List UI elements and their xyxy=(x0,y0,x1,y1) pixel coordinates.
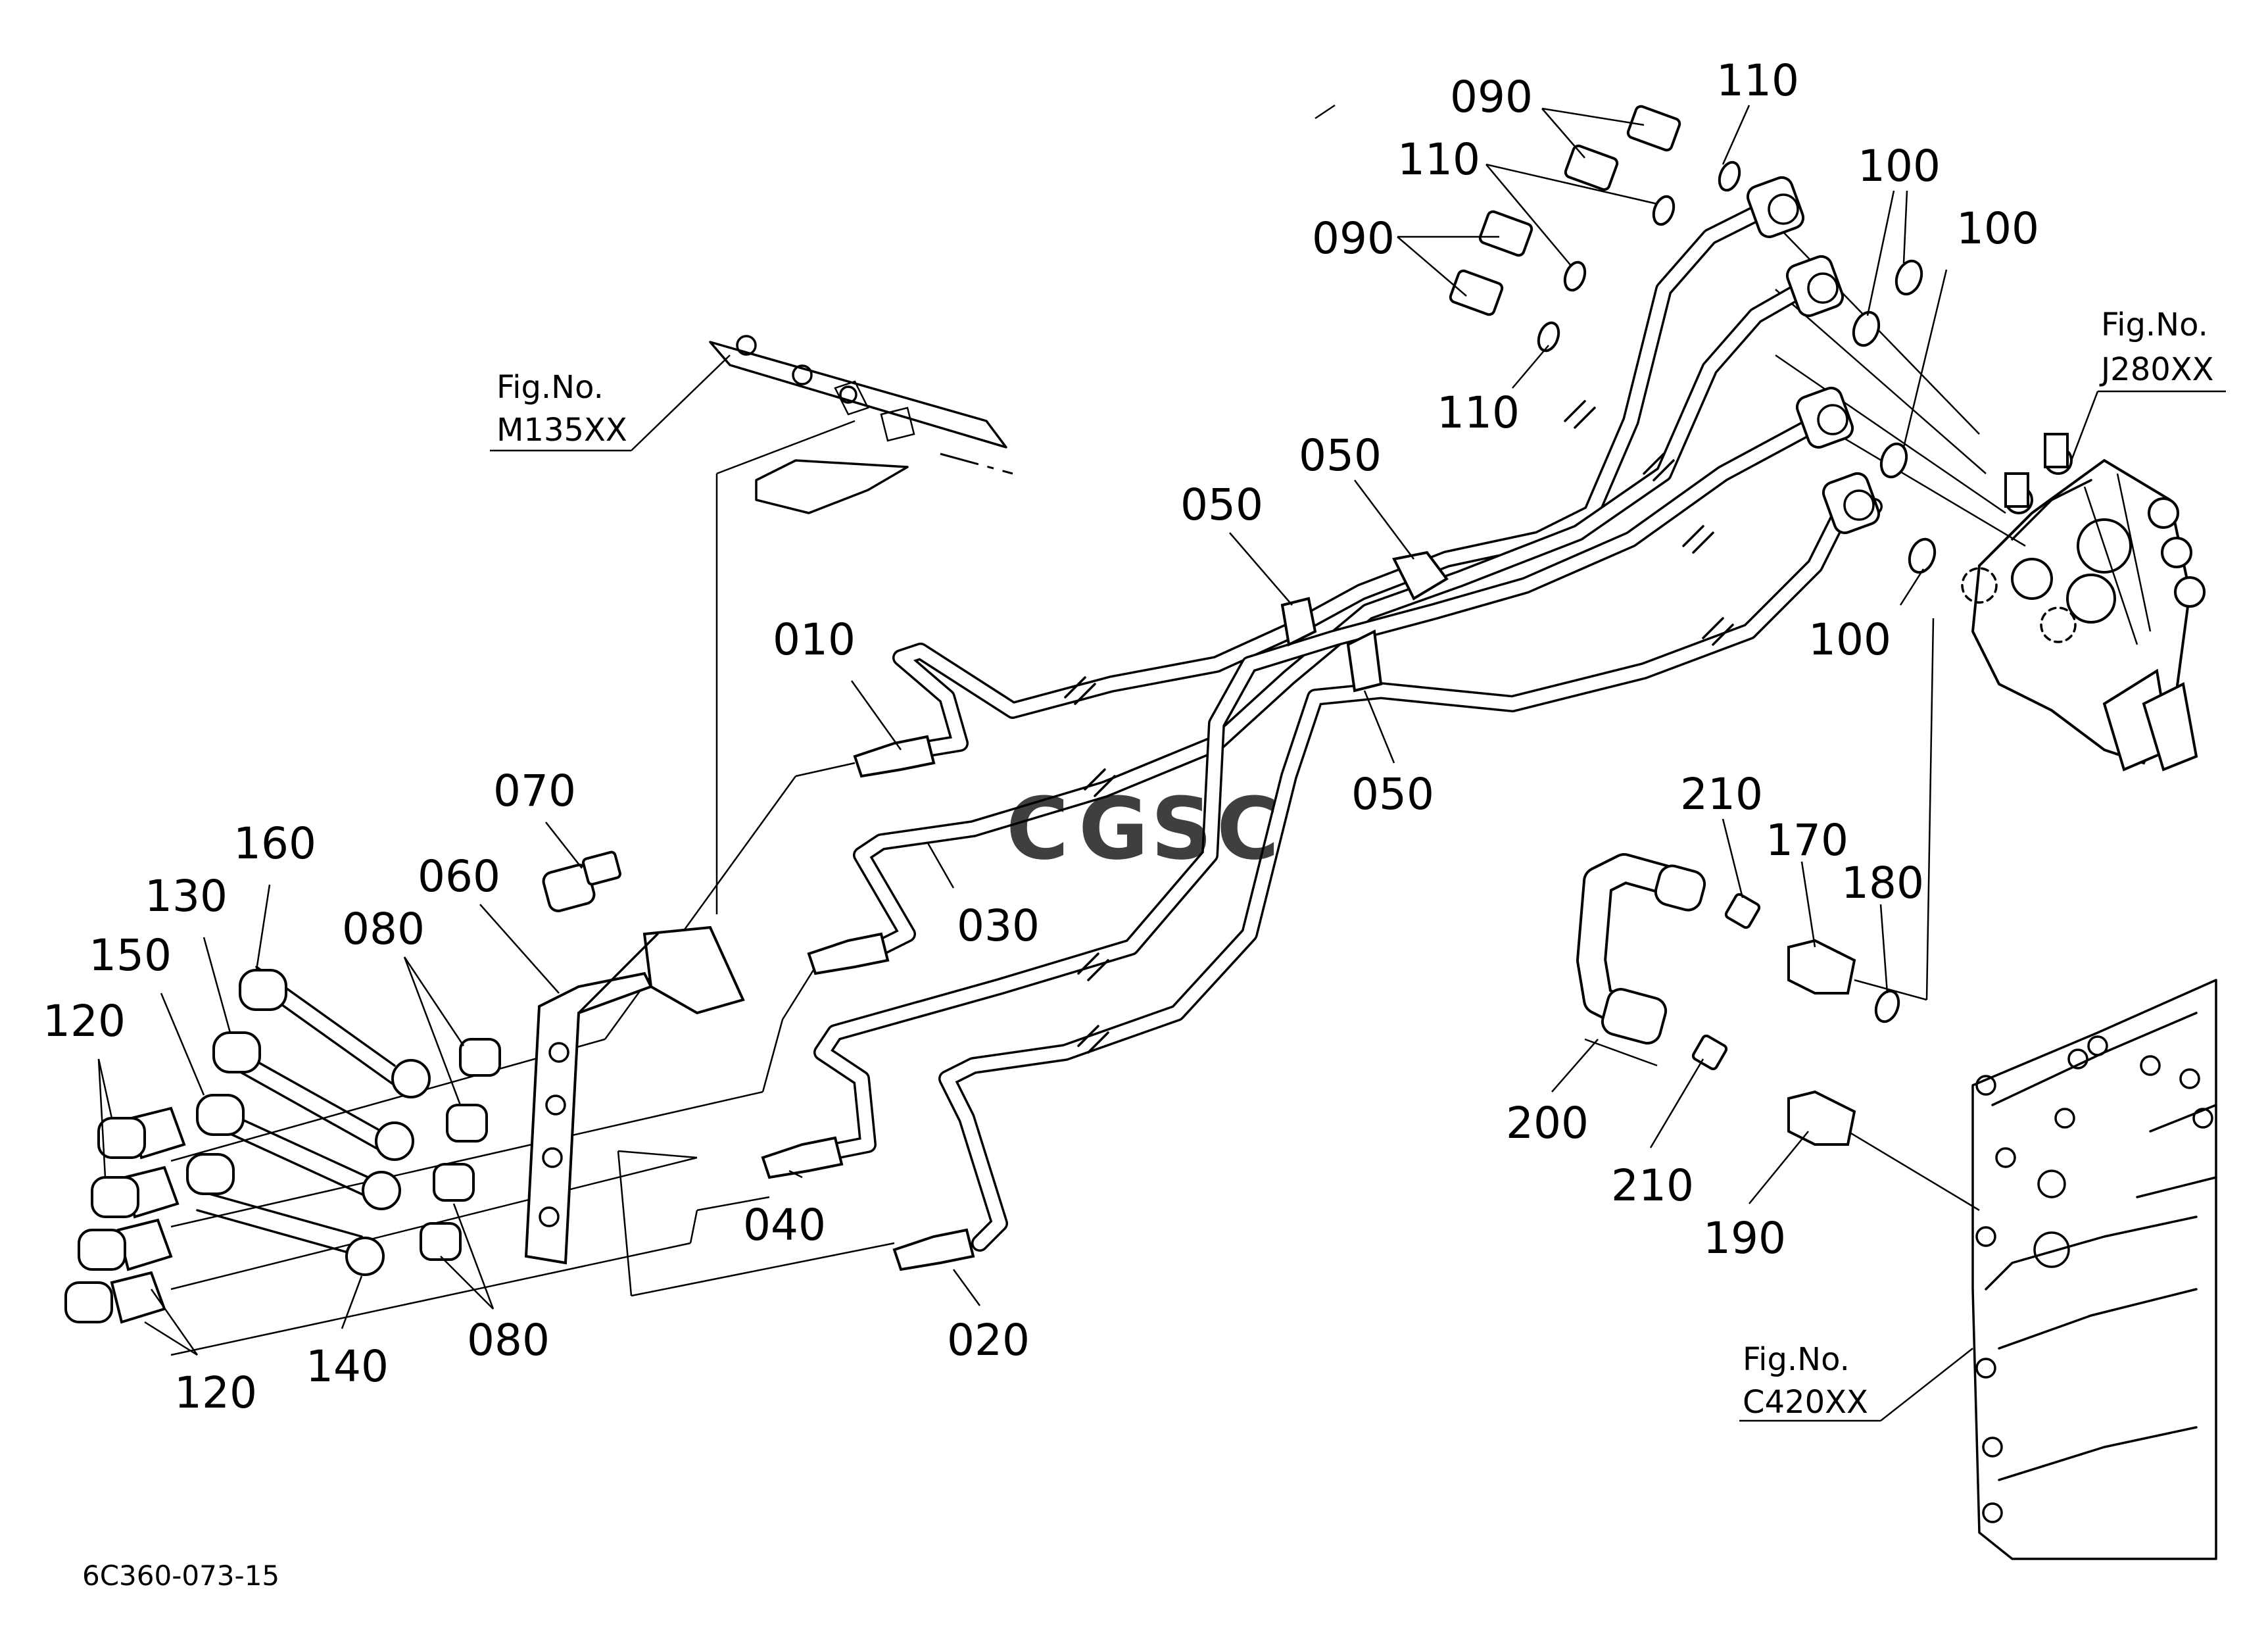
callout-010: 010 xyxy=(773,614,856,665)
c420-transmission-case xyxy=(1971,979,2217,1560)
callout-160: 160 xyxy=(233,818,316,869)
ref-m135-line2: M135XX xyxy=(496,412,627,449)
ref-j280-line2: J280XX xyxy=(2099,351,2214,388)
ref-c420-line1: Fig.No. xyxy=(1743,1341,1850,1378)
hydraulic-pipes xyxy=(813,202,1883,1252)
callout-100-c: 100 xyxy=(1808,614,1891,665)
callout-140: 140 xyxy=(306,1341,389,1392)
callout-170: 170 xyxy=(1766,815,1848,866)
callout-120-a: 120 xyxy=(43,996,126,1046)
callout-130: 130 xyxy=(145,871,228,922)
callout-080-b: 080 xyxy=(467,1315,550,1365)
callout-030: 030 xyxy=(957,900,1040,951)
return-hose xyxy=(1576,853,1900,1146)
banjo-bolts xyxy=(1449,105,1937,574)
nuts-080 xyxy=(420,1038,501,1261)
diagram-code: 6C360-073-15 xyxy=(82,1560,279,1592)
watermark-letter-1: C xyxy=(1006,779,1069,879)
watermark-letter-4: C xyxy=(1217,779,1279,879)
banjo-fittings xyxy=(1746,176,1881,535)
coupler-bracket xyxy=(524,925,745,1265)
j280-control-valve xyxy=(1961,433,2206,772)
callout-050-b: 050 xyxy=(1180,479,1263,530)
callout-120-b: 120 xyxy=(174,1367,257,1418)
callout-leaders xyxy=(97,105,2226,1422)
callout-070: 070 xyxy=(493,766,576,816)
callout-050-a: 050 xyxy=(1299,430,1382,481)
figure-references: Fig.No. M135XX Fig.No. J280XX Fig.No. C4… xyxy=(496,307,2214,1421)
pipe-clamps xyxy=(1280,551,1449,693)
callout-100-a: 100 xyxy=(1858,141,1941,191)
callout-150: 150 xyxy=(89,930,172,981)
bolt-070 xyxy=(542,850,621,912)
callout-040: 040 xyxy=(743,1200,826,1250)
callout-060: 060 xyxy=(418,851,500,902)
lever-stays xyxy=(186,966,431,1276)
pipe-end-fittings xyxy=(761,735,975,1271)
callout-080-a: 080 xyxy=(342,904,425,954)
callout-180: 180 xyxy=(1841,858,1924,908)
callout-090-b: 090 xyxy=(1312,213,1395,264)
callout-020: 020 xyxy=(947,1315,1030,1365)
callout-200: 200 xyxy=(1506,1098,1589,1148)
ref-m135-line1: Fig.No. xyxy=(496,369,604,406)
m135-bracket xyxy=(709,335,1013,914)
callout-110-c: 110 xyxy=(1437,387,1520,438)
pipe-break-marks xyxy=(1064,400,1734,1054)
callout-210-a: 210 xyxy=(1680,769,1763,820)
callout-110-a: 110 xyxy=(1716,55,1799,106)
watermark-letter-3: S xyxy=(1151,779,1213,879)
callouts: 090 110 110 100 100 090 110 050 050 100 … xyxy=(43,55,2039,1418)
ref-j280-line1: Fig.No. xyxy=(2101,307,2208,343)
callout-090-a: 090 xyxy=(1450,72,1533,122)
watermark-letter-2: G xyxy=(1078,779,1149,879)
callout-190: 190 xyxy=(1703,1213,1786,1264)
ref-c420-line2: C420XX xyxy=(1743,1384,1868,1421)
callout-100-b: 100 xyxy=(1956,203,2039,254)
watermark: C G S C xyxy=(1006,779,1279,879)
callout-050-c: 050 xyxy=(1351,769,1434,820)
quick-couplers-120 xyxy=(64,1106,186,1324)
callout-110-b: 110 xyxy=(1397,134,1480,185)
callout-210-b: 210 xyxy=(1611,1160,1694,1211)
